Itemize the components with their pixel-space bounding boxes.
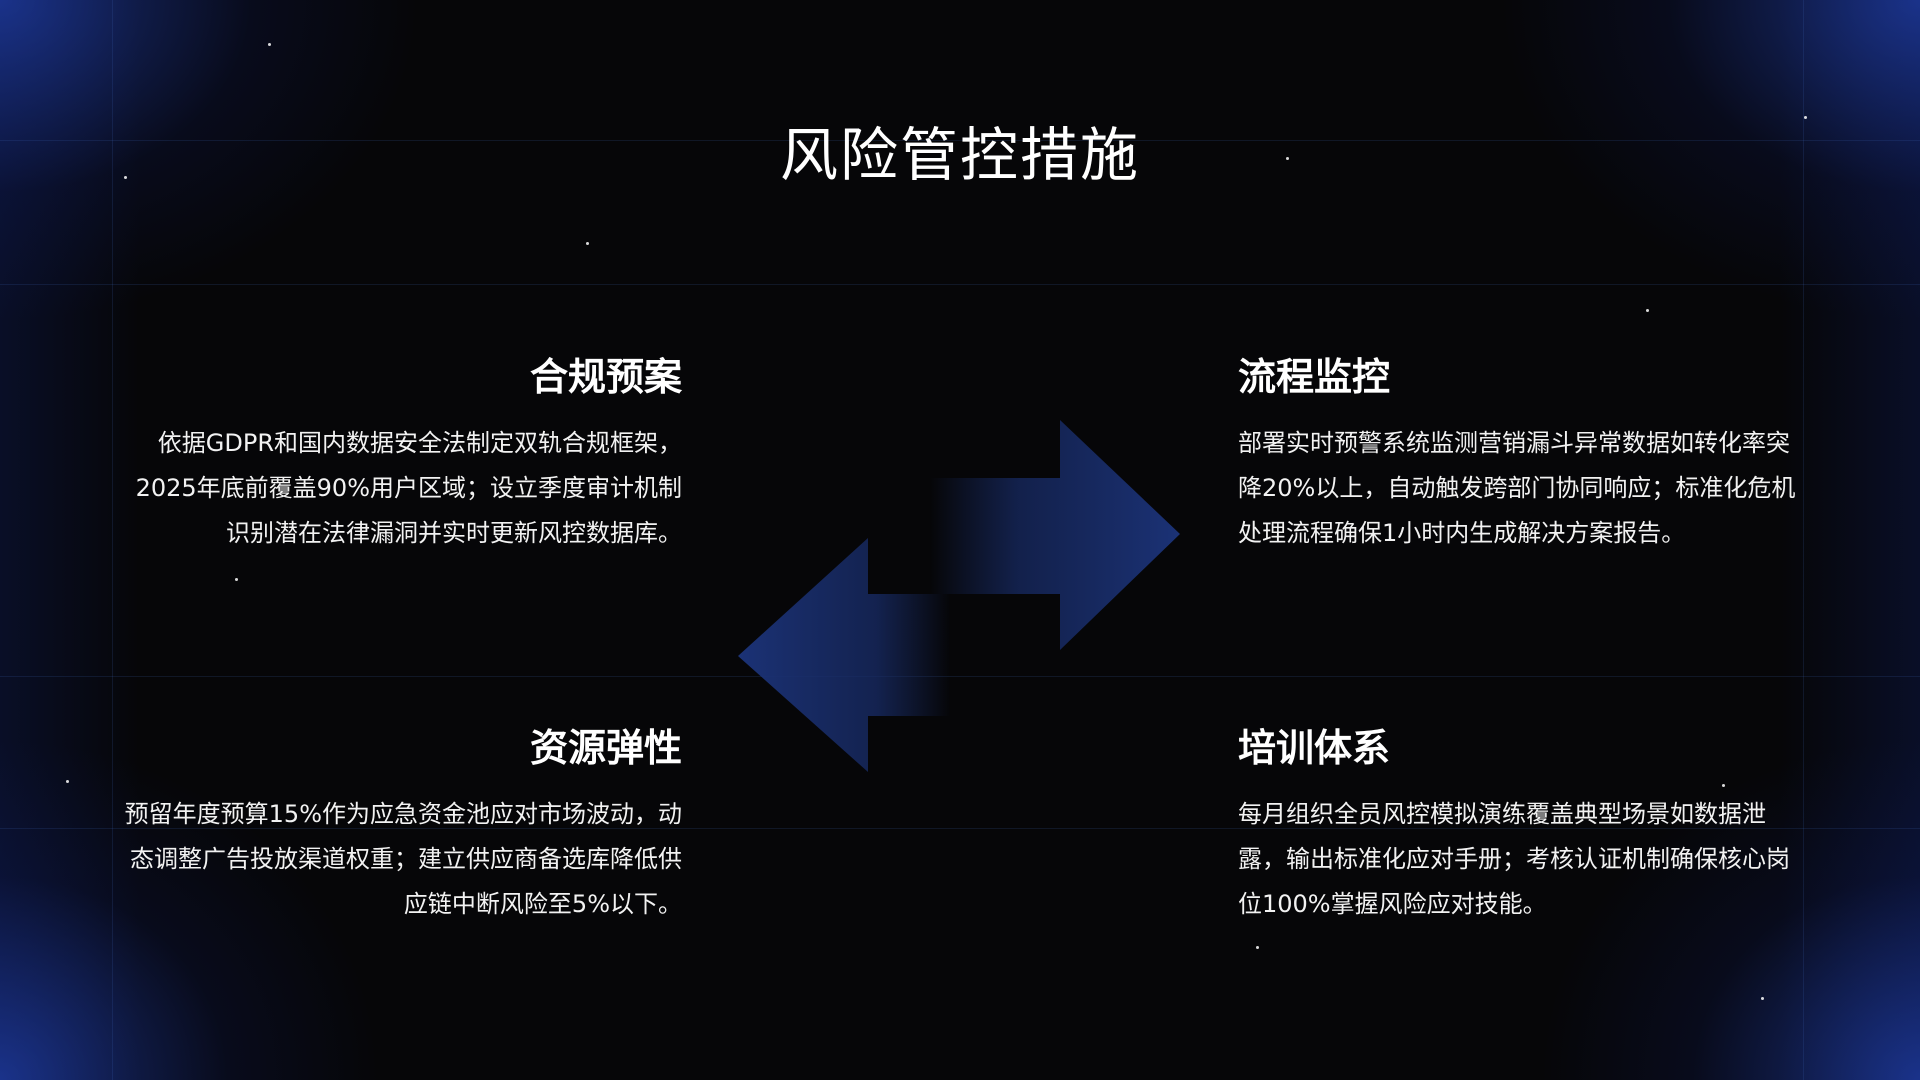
section-resources: 资源弹性 预留年度预算15%作为应急资金池应对市场波动，动态调整广告投放渠道权重… <box>122 717 682 927</box>
star <box>1761 997 1764 1000</box>
star <box>124 176 127 179</box>
section-body: 部署实时预警系统监测营销漏斗异常数据如转化率突降20%以上，自动触发跨部门协同响… <box>1238 429 1796 547</box>
star <box>235 578 238 581</box>
star <box>1722 784 1725 787</box>
section-process: 流程监控 部署实时预警系统监测营销漏斗异常数据如转化率突降20%以上，自动触发跨… <box>1238 346 1798 556</box>
grid-line <box>0 284 1920 285</box>
section-body: 依据GDPR和国内数据安全法制定双轨合规框架，2025年底前覆盖90%用户区域；… <box>135 429 682 547</box>
grid-line <box>112 0 113 1080</box>
section-heading: 培训体系 <box>1238 726 1391 770</box>
star <box>1286 157 1289 160</box>
star <box>1256 946 1259 949</box>
section-compliance: 合规预案 依据GDPR和国内数据安全法制定双轨合规框架，2025年底前覆盖90%… <box>122 346 682 556</box>
arrow-right-shape <box>930 420 1180 650</box>
section-heading: 资源弹性 <box>529 726 682 770</box>
section-body: 预留年度预算15%作为应急资金池应对市场波动，动态调整广告投放渠道权重；建立供应… <box>124 800 682 918</box>
star <box>586 242 589 245</box>
star <box>268 43 271 46</box>
grid-line <box>0 676 1920 677</box>
star <box>66 780 69 783</box>
double-arrow-icon <box>738 420 1180 772</box>
section-training: 培训体系 每月组织全员风控模拟演练覆盖典型场景如数据泄露，输出标准化应对手册；考… <box>1238 717 1798 927</box>
grid-line <box>0 140 1920 141</box>
section-heading: 合规预案 <box>529 355 682 399</box>
section-heading: 流程监控 <box>1238 355 1391 399</box>
star <box>1804 116 1807 119</box>
star <box>1646 309 1649 312</box>
grid-line <box>0 828 1920 829</box>
slide-title: 风险管控措施 <box>779 121 1140 189</box>
grid-line <box>1803 0 1804 1080</box>
section-body: 每月组织全员风控模拟演练覆盖典型场景如数据泄露，输出标准化应对手册；考核认证机制… <box>1238 800 1790 918</box>
arrow-left-shape <box>738 538 950 772</box>
